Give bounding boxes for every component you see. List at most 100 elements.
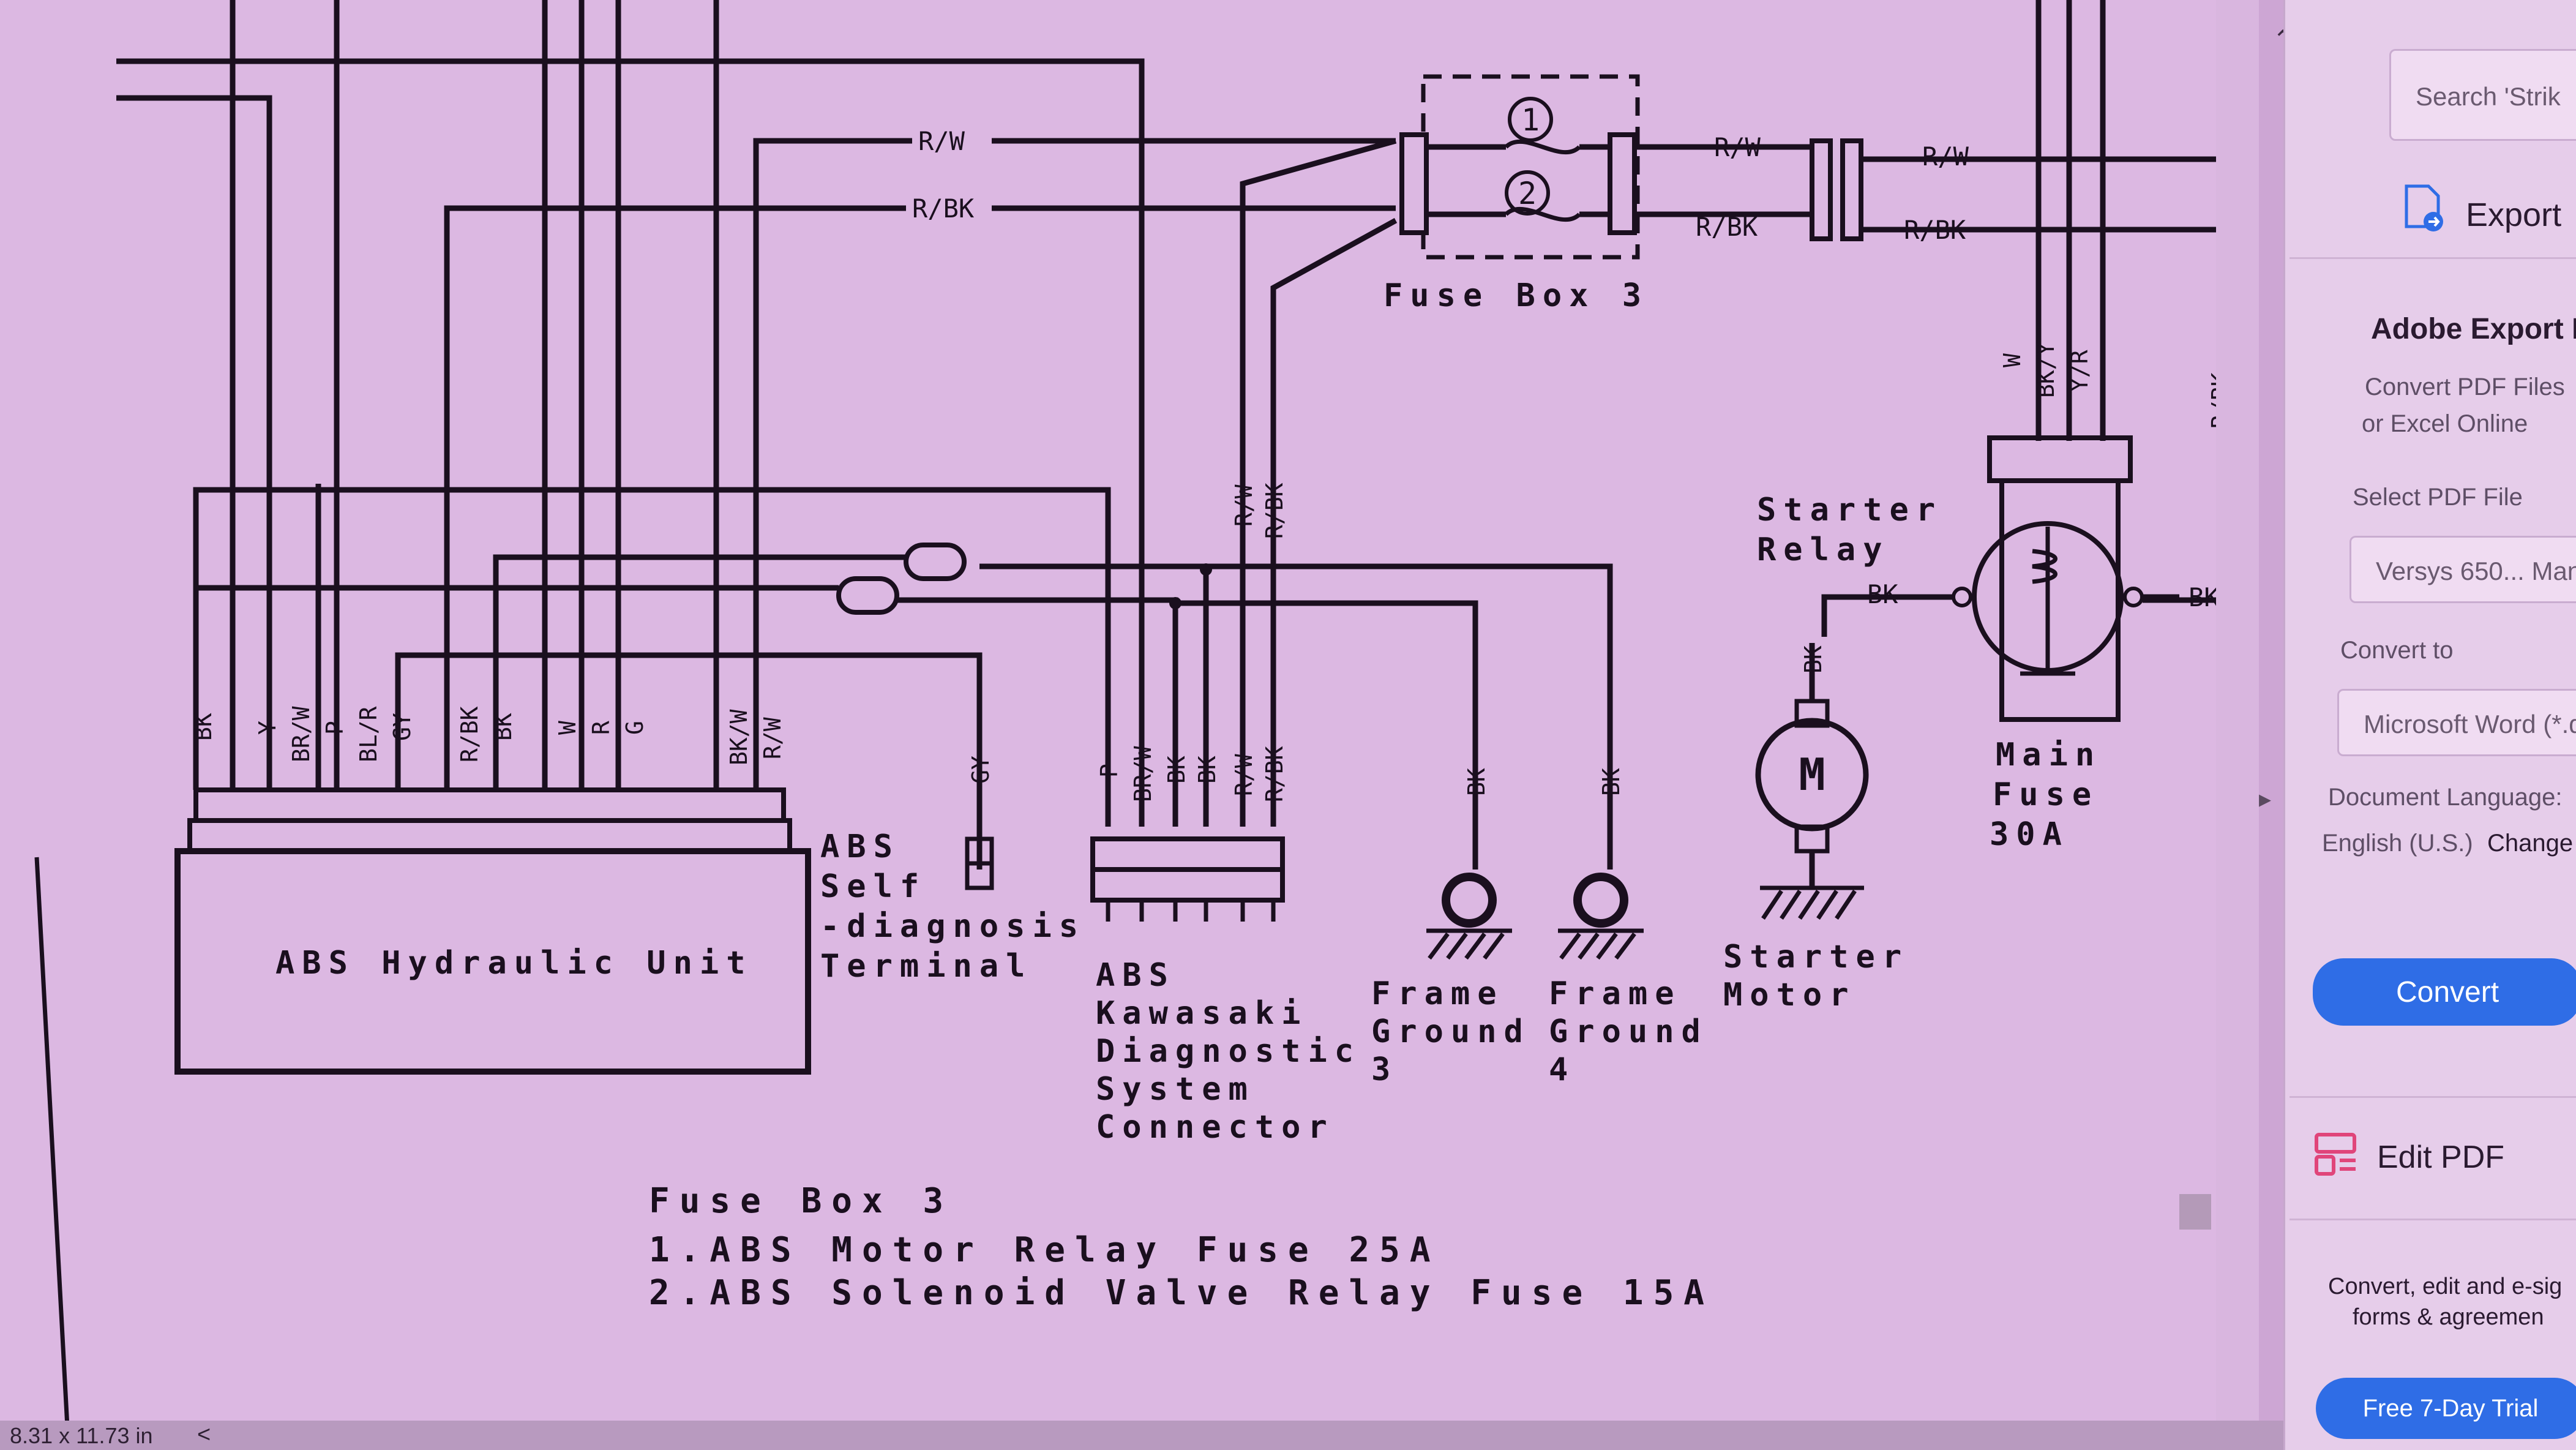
scroll-left-arrow-icon[interactable]: < [197,1422,211,1448]
ground4-ring [1573,873,1628,928]
self-diag-label-line: Self [820,868,926,905]
change-language-link[interactable]: Change [2487,830,2574,857]
abs-pin-label: W [554,721,581,735]
wire-label-r-bk: R/BK [912,193,975,224]
starter-relay-label-line: Starter [1757,492,1942,528]
fuse-box-outline [1421,74,1640,260]
wire [116,58,1145,827]
kds-pin-label: BK [1163,756,1190,784]
kds-connector-top [1090,836,1285,872]
main-fuse-label-line: 30A [1990,816,2069,853]
inline-connector [836,576,899,615]
wire-label-bk: BK [1800,645,1827,674]
abs-pin-label: G [621,721,648,735]
search-input[interactable]: Search 'Strik [2389,49,2576,141]
convert-format-select[interactable]: Microsoft Word (*.d [2337,689,2576,756]
status-bar: 8.31 x 11.73 in < [0,1421,2283,1450]
wire [116,95,272,790]
wire [1270,218,1398,827]
ground4-label-line: Frame [1549,975,1682,1012]
abs-pin-label: BK [490,713,517,741]
selected-file-field[interactable]: Versys 650... Man [2349,536,2576,603]
ground4-label-line: Ground [1549,1013,1708,1050]
document-viewer[interactable]: 1 2 M [0,0,2216,1427]
wire [1175,600,1478,735]
fuse-number-2: 2 [1518,176,1537,211]
wire-label-r-w: R/W [1922,141,1969,171]
relay-coil [2032,549,2057,584]
legend-item-2: 2.ABS Solenoid Valve Relay Fuse 15A [649,1273,1714,1313]
abs-pin-label: Y [254,721,281,735]
legend-item-1: 1.ABS Motor Relay Fuse 25A [649,1230,1440,1270]
starter-motor-label-line: Motor [1723,977,1856,1013]
relay-terminal [1952,587,1972,607]
vertical-scrollbar[interactable] [2216,0,2259,1427]
fuse-connector [1608,132,1637,235]
self-diag-label-line: Terminal [820,948,1032,985]
free-trial-button[interactable]: Free 7-Day Trial [2316,1378,2576,1439]
adobe-export-title: Adobe Export I [2371,313,2576,345]
self-diag-label-line: ABS [820,828,900,865]
abs-pin-label: BR/W [288,706,315,762]
convert-to-label: Convert to [2340,637,2454,664]
document-language-value: English (U.S.) [2322,830,2473,857]
abs-pin-label: BK [190,713,217,741]
fuse-number-badge [1505,170,1550,216]
kds-label-line: ABS [1096,957,1175,994]
fuse-box-label: Fuse Box 3 [1383,277,1649,314]
promo-text: forms & agreemen [2353,1304,2544,1330]
wire [395,652,983,870]
wire-label-r-bk: R/BK [1904,215,1966,245]
wire-label-w: W [1999,353,2026,367]
vertical-scrollbar-thumb[interactable] [2179,1194,2211,1230]
page-edge [34,857,70,1427]
kds-pin-label: R/W [1230,754,1257,796]
wire-label-bk-y: BK/Y [2032,342,2059,398]
wire-label-y-r: Y/R [2066,350,2093,392]
main-fuse-cap [1987,435,2133,483]
abs-unit-connector [193,787,786,823]
wire-label-r-bk: R/BK [1696,212,1758,242]
select-pdf-label: Select PDF File [2353,484,2523,511]
wire-label-r-bk: R/BK [1261,483,1288,539]
ground-hatch [1760,885,1864,920]
wire-label-gy: GY [967,756,994,784]
convert-button[interactable]: Convert [2313,958,2576,1026]
wire [1821,594,1953,637]
export-pdf-icon [2402,184,2444,233]
wire-label-bk: BK [1867,579,1898,609]
main-fuse-label-line: Main [1996,737,2102,773]
inline-connector [904,543,967,581]
relay-terminal [2123,587,2144,607]
starter-relay-label-line: Relay [1757,532,1890,568]
convert-description: or Excel Online [2362,410,2528,437]
wire [753,138,912,790]
convert-description: Convert PDF Files [2365,374,2565,400]
fuse-connector [1399,132,1429,235]
abs-pin-label: R/W [759,717,786,759]
wiring-diagram: 1 2 M [34,0,2216,1427]
relay-plunger [2020,527,2075,676]
kds-pin-label: BK [1194,756,1221,784]
edit-pdf-button[interactable]: Edit PDF [2377,1140,2505,1175]
wire [444,205,906,790]
abs-hydraulic-unit-label: ABS Hydraulic Unit [275,945,753,982]
kds-pin-label: R/BK [1261,746,1288,802]
motor-letter: M [1799,749,1825,800]
kds-label-line: Diagnostic [1096,1033,1361,1070]
wire-label-r-bk: R/BK [2207,372,2216,429]
wire-label-bk: BK [1463,768,1490,796]
wire-label-r-w: R/W [918,126,965,156]
export-pdf-button[interactable]: Export [2466,197,2562,233]
abs-hydraulic-unit-box [174,848,811,1075]
kds-label-line: Kawasaki [1096,995,1308,1032]
abs-pin-label: GY [389,713,416,741]
ground3-label-line: 3 [1371,1051,1398,1088]
panel-toggle-arrow-icon[interactable]: ▸ [2259,786,2272,813]
ground-hatch [1558,928,1644,960]
panel-divider [2290,1096,2576,1098]
connector [1840,138,1863,241]
kds-connector-bottom [1090,867,1285,903]
abs-pin-label: P [321,721,348,735]
panel-divider [2290,1219,2576,1220]
